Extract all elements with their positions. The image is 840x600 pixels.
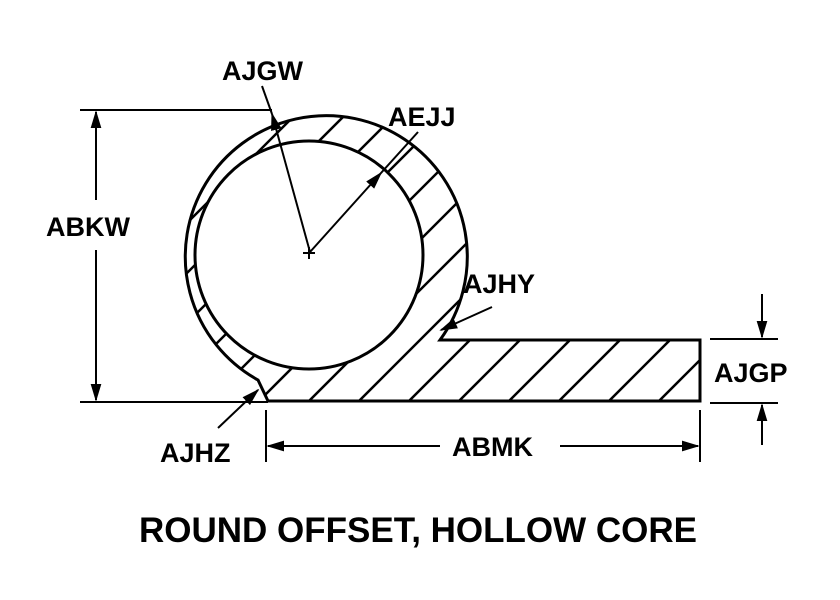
overall-height-dimension [80, 109, 272, 403]
outer-radius-leader [271, 112, 311, 253]
diagram-caption: ROUND OFFSET, HOLLOW CORE [139, 511, 697, 550]
inner-radius-leader [309, 171, 383, 253]
strip-length-dimension [265, 410, 701, 462]
overall-height-label: ABKW [46, 212, 130, 242]
strip-length-label: ABMK [452, 432, 533, 462]
fillet-bottom-label: AJHZ [160, 438, 231, 468]
profile-outline [183, 114, 702, 403]
strip-thickness-label: AJGP [714, 358, 788, 388]
fillet-top-label: AJHY [463, 269, 535, 299]
inner-radius-label-leader [380, 131, 419, 174]
strip-thickness-dimension [710, 294, 778, 445]
inner-radius-label: AEJJ [388, 102, 456, 132]
outer-radius-label: AJGW [222, 56, 304, 86]
fillet-top-leader [439, 306, 493, 331]
fillet-bottom-leader [217, 388, 260, 429]
